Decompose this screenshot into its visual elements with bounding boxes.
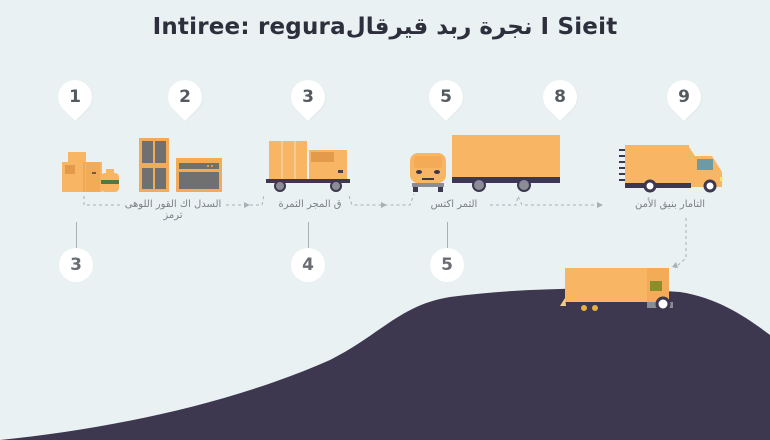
connector-line-3 — [447, 222, 448, 248]
van-front-icon — [410, 153, 446, 192]
pin-number: 1 — [69, 87, 81, 107]
pin-number: 9 — [678, 87, 690, 107]
pin-number: 5 — [440, 87, 452, 107]
flatbed-cart-with-boxes-icon — [266, 141, 350, 192]
connector-line-1 — [76, 222, 77, 248]
delivery-truck-on-hill-icon — [560, 268, 673, 312]
bottom-marker-5: 5 — [430, 248, 464, 282]
step-label-2: ق المجر الثمرة — [278, 199, 342, 210]
delivery-truck-icon — [619, 145, 723, 193]
step-label-1-line1: السدل اك القور اللوهى — [124, 199, 222, 210]
boxes-and-cylinder-icon — [62, 152, 119, 192]
bottom-marker-3: 3 — [59, 248, 93, 282]
step-label-1: السدل اك القور اللوهى ترمز — [118, 199, 228, 221]
page-title: Intiree: reguraنجرة ربد قيرقال I Sieit — [152, 14, 618, 40]
step-label-3: الثمر اكتس — [430, 199, 478, 210]
bottom-marker-4: 4 — [291, 248, 325, 282]
cargo-trailer-icon — [452, 135, 560, 192]
pin-number: 8 — [554, 87, 566, 107]
step-label-1-line2: ترمز — [163, 210, 183, 221]
hill-shape — [0, 288, 770, 440]
arrow-heads — [244, 202, 678, 268]
pin-number: 2 — [179, 87, 191, 107]
connector-line-2 — [308, 222, 309, 248]
cabinet-and-oven-icon — [139, 138, 222, 192]
pin-number: 3 — [302, 87, 314, 107]
step-label-4: التامار بنيق الأمن — [634, 199, 706, 210]
